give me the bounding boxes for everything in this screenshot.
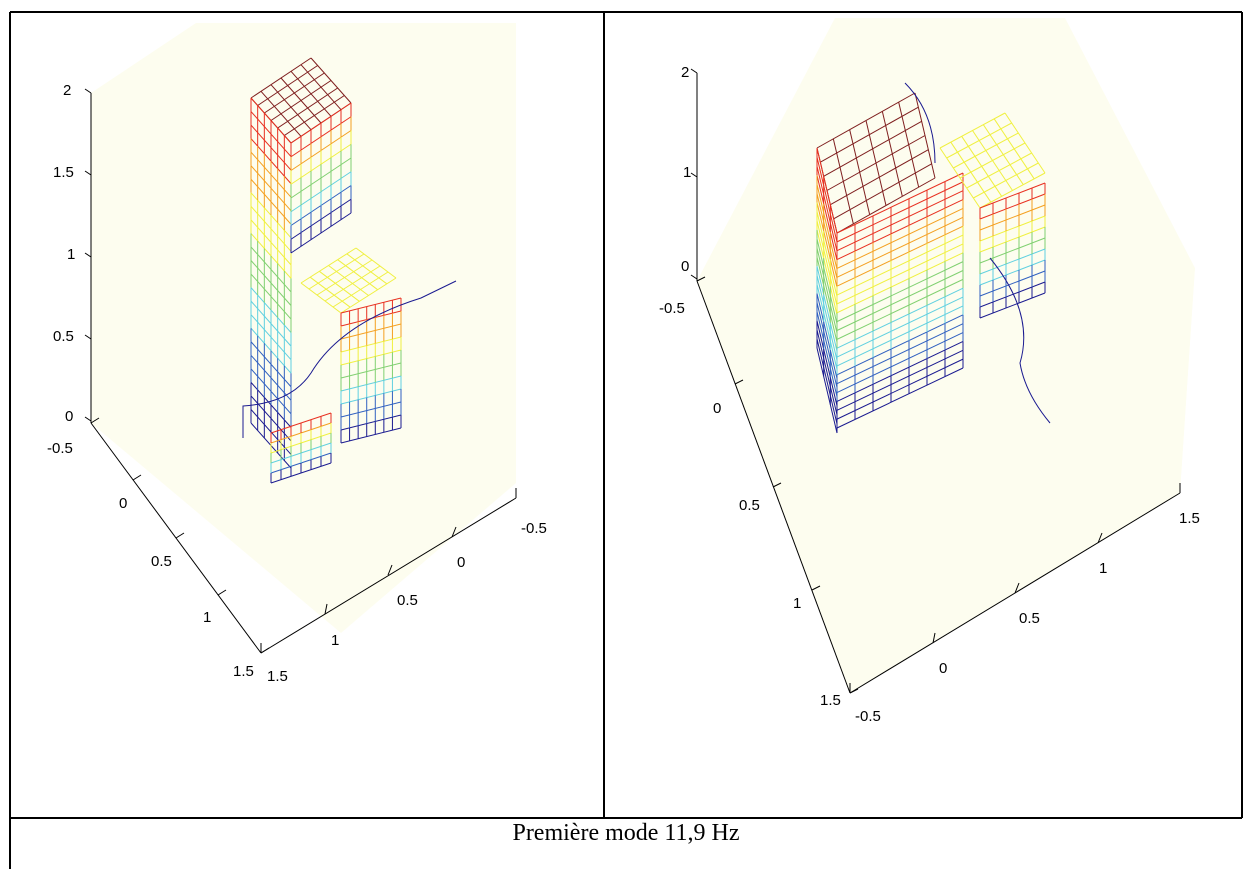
left-x-tick-0-5: 0.5 <box>397 592 418 609</box>
left-z-tick-1-5: 1.5 <box>53 164 74 181</box>
right-x-tick-0-5: 0.5 <box>1019 610 1040 627</box>
left-x-tick-1-5: 1.5 <box>267 668 288 685</box>
left-z-tick-0-5: 0.5 <box>53 328 74 345</box>
figure-caption: Première mode 11,9 Hz <box>512 820 740 846</box>
left-x-tick-labels: 1.5 1 0.5 0 -0.5 <box>267 520 547 685</box>
left-z-tick-0: 0 <box>65 408 73 425</box>
left-x-tick-0: 0 <box>457 554 465 571</box>
left-y-tick-0-5: 0.5 <box>151 553 172 570</box>
left-z-tick-2: 2 <box>63 82 71 99</box>
right-z-tick-2: 2 <box>681 64 689 81</box>
left-z-tick-1: 1 <box>67 246 75 263</box>
left-y-tick-1-5: 1.5 <box>233 663 254 680</box>
right-x-tick-1-5: 1.5 <box>1179 510 1200 527</box>
left-z-tick-labels: 2 1.5 1 0.5 0 <box>53 82 75 425</box>
right-y-tick-labels: -0.5 0 0.5 1 1.5 <box>659 300 841 709</box>
left-plot-background <box>91 23 516 633</box>
right-3d-plot: 2 1 0 -0.5 0 0.5 1 1.5 -0.5 0 0.5 1 1.5 <box>659 18 1200 725</box>
right-x-tick-neg-0-5: -0.5 <box>855 708 881 725</box>
right-x-tick-0: 0 <box>939 660 947 677</box>
left-y-tick-0: 0 <box>119 495 127 512</box>
right-z-tick-0: 0 <box>681 258 689 275</box>
left-3d-plot: 2 1.5 1 0.5 0 -0.5 0 0.5 1 1.5 1.5 1 0.5… <box>47 23 547 685</box>
right-z-tick-labels: 2 1 0 <box>681 64 691 275</box>
right-x-tick-labels: -0.5 0 0.5 1 1.5 <box>855 510 1200 725</box>
right-deformed-mesh <box>816 82 1051 434</box>
right-x-tick-1: 1 <box>1099 560 1107 577</box>
left-x-tick-neg-0-5: -0.5 <box>521 520 547 537</box>
right-y-tick-1: 1 <box>793 595 801 612</box>
right-y-tick-neg-0-5: -0.5 <box>659 300 685 317</box>
right-z-tick-1: 1 <box>683 164 691 181</box>
right-plot-background <box>697 18 1195 693</box>
right-y-tick-0-5: 0.5 <box>739 497 760 514</box>
right-y-tick-0: 0 <box>713 400 721 417</box>
right-y-tick-1-5: 1.5 <box>820 692 841 709</box>
left-y-tick-labels: -0.5 0 0.5 1 1.5 <box>47 440 254 680</box>
left-deformed-mesh <box>242 57 457 484</box>
left-y-tick-neg-0-5: -0.5 <box>47 440 73 457</box>
left-x-tick-1: 1 <box>331 632 339 649</box>
left-y-tick-1: 1 <box>203 609 211 626</box>
